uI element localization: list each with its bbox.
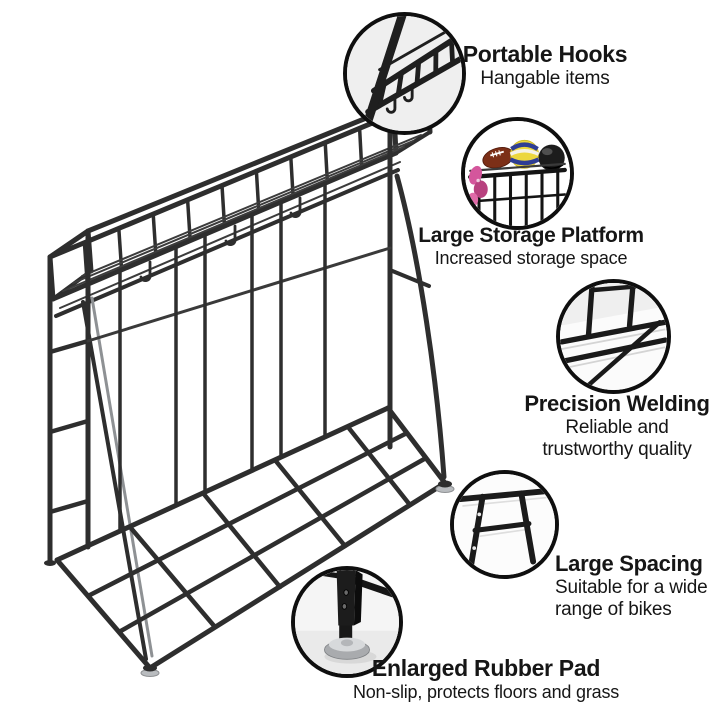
rubber-pad-closeup-illustration (295, 570, 399, 674)
volleyball-illustration (509, 139, 540, 169)
feature-label-rubber-pad: Enlarged Rubber Pad Non-slip, protects f… (328, 655, 644, 703)
feature-label-large-spacing: Large Spacing Suitable for a wide range … (555, 551, 715, 621)
platform-wires (59, 134, 422, 309)
feature-subtitle: Non-slip, protects floors and grass (352, 681, 620, 702)
platform-rail (468, 162, 567, 226)
feature-subtitle: range of bikes (555, 599, 672, 621)
feature-subtitle: Suitable for a wide (555, 576, 708, 598)
rack-feet (44, 480, 455, 677)
feature-subtitle: Increased storage space (434, 247, 628, 268)
feature-label-storage-platform: Large Storage Platform Increased storage… (402, 224, 660, 269)
pink-gear-illustration (467, 165, 488, 207)
feature-title: Large Spacing (555, 551, 703, 576)
silver-brace (90, 296, 154, 658)
helmet-illustration (538, 144, 565, 171)
rack-frame (47, 90, 448, 671)
portable-hooks-on-rail (139, 196, 302, 282)
feature-subtitle: Reliable and (565, 416, 669, 438)
feature-label-precision-welding: Precision Welding Reliable and trustwort… (510, 391, 720, 461)
rack-leg-post (336, 570, 356, 626)
feature-title: Large Storage Platform (418, 224, 644, 247)
hooks-closeup-illustration (347, 16, 462, 131)
base-frame (54, 405, 448, 671)
feature-title: Enlarged Rubber Pad (371, 655, 601, 681)
feature-title: Precision Welding (524, 391, 710, 416)
detail-photo-rubber-pad (291, 566, 403, 678)
divider-bars (118, 181, 327, 533)
feature-label-portable-hooks: Portable Hooks Hangable items (425, 41, 665, 90)
right-diagonal-leg (394, 173, 447, 480)
detail-photo-precision-welding (556, 279, 671, 394)
detail-photo-storage-platform (461, 117, 574, 230)
feature-subtitle: trustworthy quality (542, 439, 692, 461)
platform-closeup-illustration (465, 121, 570, 226)
detail-photo-portable-hooks (343, 12, 466, 135)
welding-closeup-illustration (560, 283, 667, 390)
football-illustration (482, 147, 515, 169)
feature-title: Portable Hooks (462, 41, 628, 67)
spacing-closeup-illustration (454, 474, 555, 575)
feature-subtitle: Hangable items (480, 67, 610, 89)
hook-icon (403, 83, 414, 103)
hook-icon (385, 95, 397, 114)
left-diagonal-brace (81, 300, 148, 661)
detail-photo-large-spacing (450, 470, 559, 579)
silver-foot-pad (324, 637, 370, 660)
